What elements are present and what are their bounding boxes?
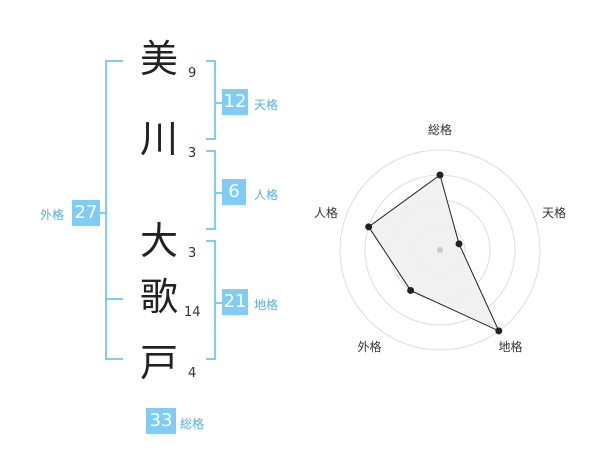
gaikaku-bracket-bottom — [105, 358, 123, 360]
jinkaku-bracket-vertical — [214, 150, 216, 230]
radar-center-dot — [437, 247, 443, 253]
radar-axis-label-2: 天格 — [542, 205, 566, 220]
chikaku-label: 地格 — [254, 298, 279, 312]
radar-point-4 — [407, 286, 415, 294]
radar-axis-label-5: 人格 — [314, 205, 338, 220]
stroke-count-2: 3 — [188, 146, 197, 161]
chikaku-bracket-top — [206, 240, 216, 242]
radar-axis-label-3: 地格 — [499, 339, 523, 354]
radar-point-5 — [365, 223, 373, 231]
name-char-4: 歌 — [140, 275, 179, 319]
stroke-count-4: 14 — [184, 305, 201, 320]
radar-axis-label-1: 総格 — [428, 122, 452, 137]
soukaku-label: 総格 — [180, 417, 205, 431]
radar-point-2 — [455, 240, 463, 248]
chikaku-connector — [214, 302, 222, 304]
stroke-count-1: 9 — [188, 66, 197, 81]
chikaku-value-badge: 21 — [222, 289, 248, 315]
jinkaku-label: 人格 — [254, 188, 279, 202]
chikaku-bracket-bottom — [206, 358, 216, 360]
gaikaku-bracket-top — [105, 60, 123, 62]
stroke-count-5: 4 — [188, 366, 197, 381]
name-char-3: 大 — [140, 219, 179, 263]
name-char-2: 川 — [140, 117, 179, 161]
gaikaku-label: 外格 — [40, 208, 65, 222]
tenkaku-label: 天格 — [254, 98, 279, 112]
jinkaku-bracket-bottom — [206, 228, 216, 230]
jinkaku-connector — [214, 192, 222, 194]
gaikaku-bracket-mid — [105, 298, 123, 300]
radar-value-polygon — [367, 174, 500, 332]
tenkaku-connector — [214, 102, 222, 104]
soukaku-value-badge: 33 — [146, 408, 176, 434]
radar-axis-label-4: 外格 — [357, 339, 381, 354]
gaikaku-value-badge: 27 — [72, 200, 100, 226]
name-char-1: 美 — [140, 37, 179, 81]
tenkaku-bracket-vertical — [214, 60, 216, 140]
gaikaku-bracket-vertical — [105, 60, 107, 360]
name-char-5: 戸 — [140, 341, 179, 385]
jinkaku-value-badge: 6 — [222, 179, 246, 205]
radar-point-1 — [436, 171, 444, 179]
stroke-count-3: 3 — [188, 246, 197, 261]
radar-point-3 — [495, 327, 503, 335]
gaikaku-connector — [96, 212, 106, 214]
tenkaku-bracket-top — [206, 60, 216, 62]
jinkaku-bracket-top — [206, 150, 216, 152]
chikaku-bracket-vertical — [214, 240, 216, 360]
tenkaku-value-badge: 12 — [222, 89, 248, 115]
tenkaku-bracket-bottom — [206, 138, 216, 140]
